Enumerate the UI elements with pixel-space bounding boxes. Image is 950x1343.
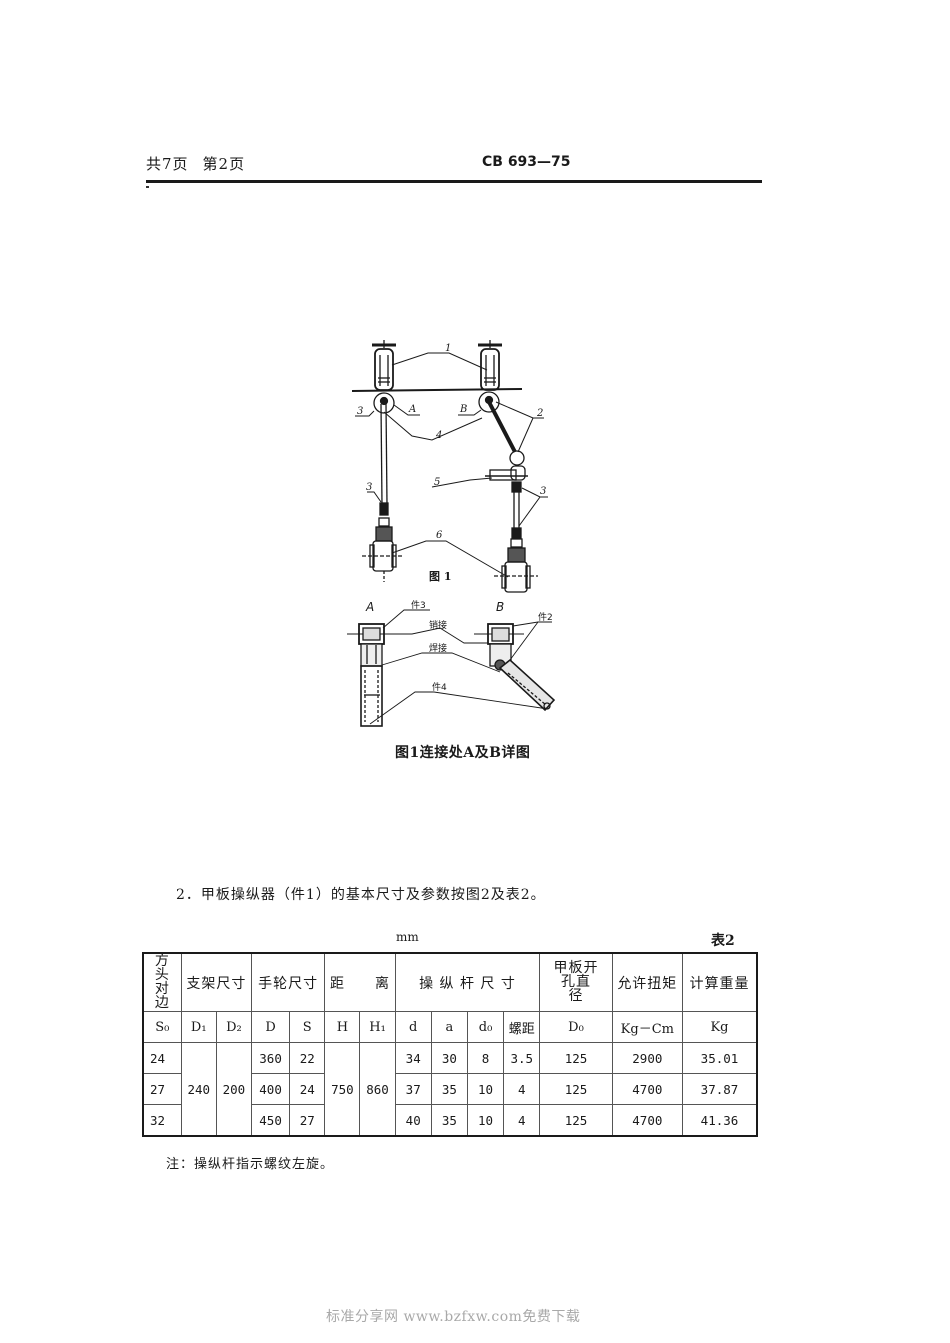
section-paragraph: 2．甲板操纵器（件1）的基本尺寸及参数按图2及表2。: [176, 887, 546, 903]
callout-3-left: 3: [366, 482, 372, 493]
cell-d-rod: 37: [394, 1073, 432, 1105]
page-counter: 共7页第2页: [146, 153, 259, 174]
cell-h1: 860: [359, 1042, 396, 1137]
cell-pitch: 4: [503, 1073, 541, 1105]
cell-d-rod: 34: [394, 1042, 432, 1074]
table-row: 24 240 200 360 22 750 860 34 30 8 3.5 12…: [142, 1042, 758, 1137]
sub-header: S: [289, 1011, 326, 1043]
sub-header: D₁: [180, 1011, 217, 1043]
cell-torque: 4700: [611, 1104, 683, 1137]
callout-jian3: 件3: [411, 599, 426, 611]
cell-s0: 32: [142, 1104, 182, 1137]
header-rod: 操 纵 杆 尺 寸: [394, 952, 541, 1012]
sub-header-row: S₀ D₁ D₂ D S H H₁ d a d₀ 螺距 D₀ Kg－Cm Kg: [142, 1011, 758, 1043]
table-row: 32 450 27 40 35 10 4 125 4700 41.36: [142, 1104, 758, 1137]
header-weight: 计算重量: [681, 952, 758, 1012]
cell-d1: 240: [180, 1042, 217, 1137]
callout-3-right: 3: [540, 486, 546, 497]
cell-a: 35: [430, 1104, 468, 1137]
cell-s0: 24: [142, 1042, 182, 1074]
detail-b-label: B: [496, 600, 504, 614]
callout-b: B: [459, 404, 467, 415]
cell-d0: 8: [466, 1042, 505, 1074]
sub-header: d: [394, 1011, 432, 1043]
cell-deck-hole: 125: [539, 1104, 613, 1137]
cell-torque: 2900: [611, 1042, 683, 1074]
sub-header: Kg－Cm: [611, 1011, 683, 1043]
watermark: 标准分享网 www.bzfxw.com免费下载: [326, 1309, 581, 1325]
cell-weight: 37.87: [681, 1073, 758, 1105]
cell-d: 450: [250, 1104, 291, 1137]
callout-a: A: [408, 404, 416, 415]
sub-header: a: [430, 1011, 468, 1043]
cell-weight: 41.36: [681, 1104, 758, 1137]
cell-weight: 35.01: [681, 1042, 758, 1074]
cell-s0: 27: [142, 1073, 182, 1105]
group-header-row: 方头对边 支架尺寸 手轮尺寸 距 离 操 纵 杆 尺 寸 甲板开孔直 径 允许扭…: [142, 952, 758, 1012]
cell-s: 27: [289, 1104, 326, 1137]
header-torque: 允许扭矩: [611, 952, 683, 1012]
cell-d0: 10: [466, 1073, 505, 1105]
cell-s: 24: [289, 1073, 326, 1105]
figure-caption: 图1连接处A及B详图: [395, 745, 531, 761]
callout-2: 2: [536, 408, 543, 419]
header-square-head: 方头对边: [142, 952, 182, 1012]
cell-d: 400: [250, 1073, 291, 1105]
spec-table: 方头对边 支架尺寸 手轮尺寸 距 离 操 纵 杆 尺 寸 甲板开孔直 径 允许扭…: [142, 952, 758, 1137]
cell-d2: 200: [215, 1042, 252, 1137]
cell-h: 750: [324, 1042, 361, 1137]
cell-s: 22: [289, 1042, 326, 1074]
sub-header: D₂: [215, 1011, 252, 1043]
table-row: 27 400 24 37 35 10 4 125 4700 37.87: [142, 1073, 758, 1105]
header-deck-hole: 甲板开孔直 径: [539, 952, 613, 1012]
detail-a-label: A: [365, 600, 374, 614]
callout-jian2: 件2: [538, 611, 553, 623]
callout-4: 4: [435, 430, 442, 441]
figure-1-diagram: 1 3 A B 2 4 5 3 3 6 图 1: [347, 340, 556, 727]
cell-pitch: 4: [503, 1104, 541, 1137]
sub-header: H₁: [359, 1011, 396, 1043]
cell-torque: 4700: [611, 1073, 683, 1105]
header-bracket: 支架尺寸: [180, 952, 252, 1012]
cell-d-rod: 40: [394, 1104, 432, 1137]
cell-a: 35: [430, 1073, 468, 1105]
callout-jian4: 件4: [432, 681, 447, 693]
table-unit: mm: [396, 930, 419, 944]
sub-header: 螺距: [503, 1011, 541, 1043]
sub-header: S₀: [142, 1011, 182, 1043]
total-pages: 共7页: [146, 155, 189, 173]
figure-1-title: 图 1: [429, 570, 451, 583]
sub-header: d₀: [466, 1011, 505, 1043]
header-rule: [146, 180, 762, 183]
cell-d0: 10: [466, 1104, 505, 1137]
callout-1: 1: [445, 343, 451, 354]
current-page: 第2页: [202, 155, 246, 173]
table-label: 表2: [711, 933, 735, 949]
cell-a: 30: [430, 1042, 468, 1074]
cell-d: 360: [250, 1042, 291, 1074]
sub-header: D: [250, 1011, 291, 1043]
standard-code: CB 693—75: [482, 154, 571, 170]
cell-deck-hole: 125: [539, 1073, 613, 1105]
table-note: 注：操纵杆指示螺纹左旋。: [166, 1157, 335, 1172]
sub-header: D₀: [539, 1011, 613, 1043]
callout-5: 5: [434, 477, 440, 488]
callout-3-top: 3: [357, 406, 363, 417]
cell-deck-hole: 125: [539, 1042, 613, 1074]
header-distance: 距 离: [324, 952, 396, 1012]
callout-6: 6: [436, 530, 443, 541]
callout-weld-joint: 焊接: [429, 642, 447, 654]
sub-header: Kg: [681, 1011, 758, 1043]
header-mark: [146, 186, 149, 188]
header-handwheel: 手轮尺寸: [250, 952, 326, 1012]
callout-pin-joint: 销接: [429, 619, 447, 631]
sub-header: H: [324, 1011, 361, 1043]
cell-pitch: 3.5: [503, 1042, 541, 1074]
